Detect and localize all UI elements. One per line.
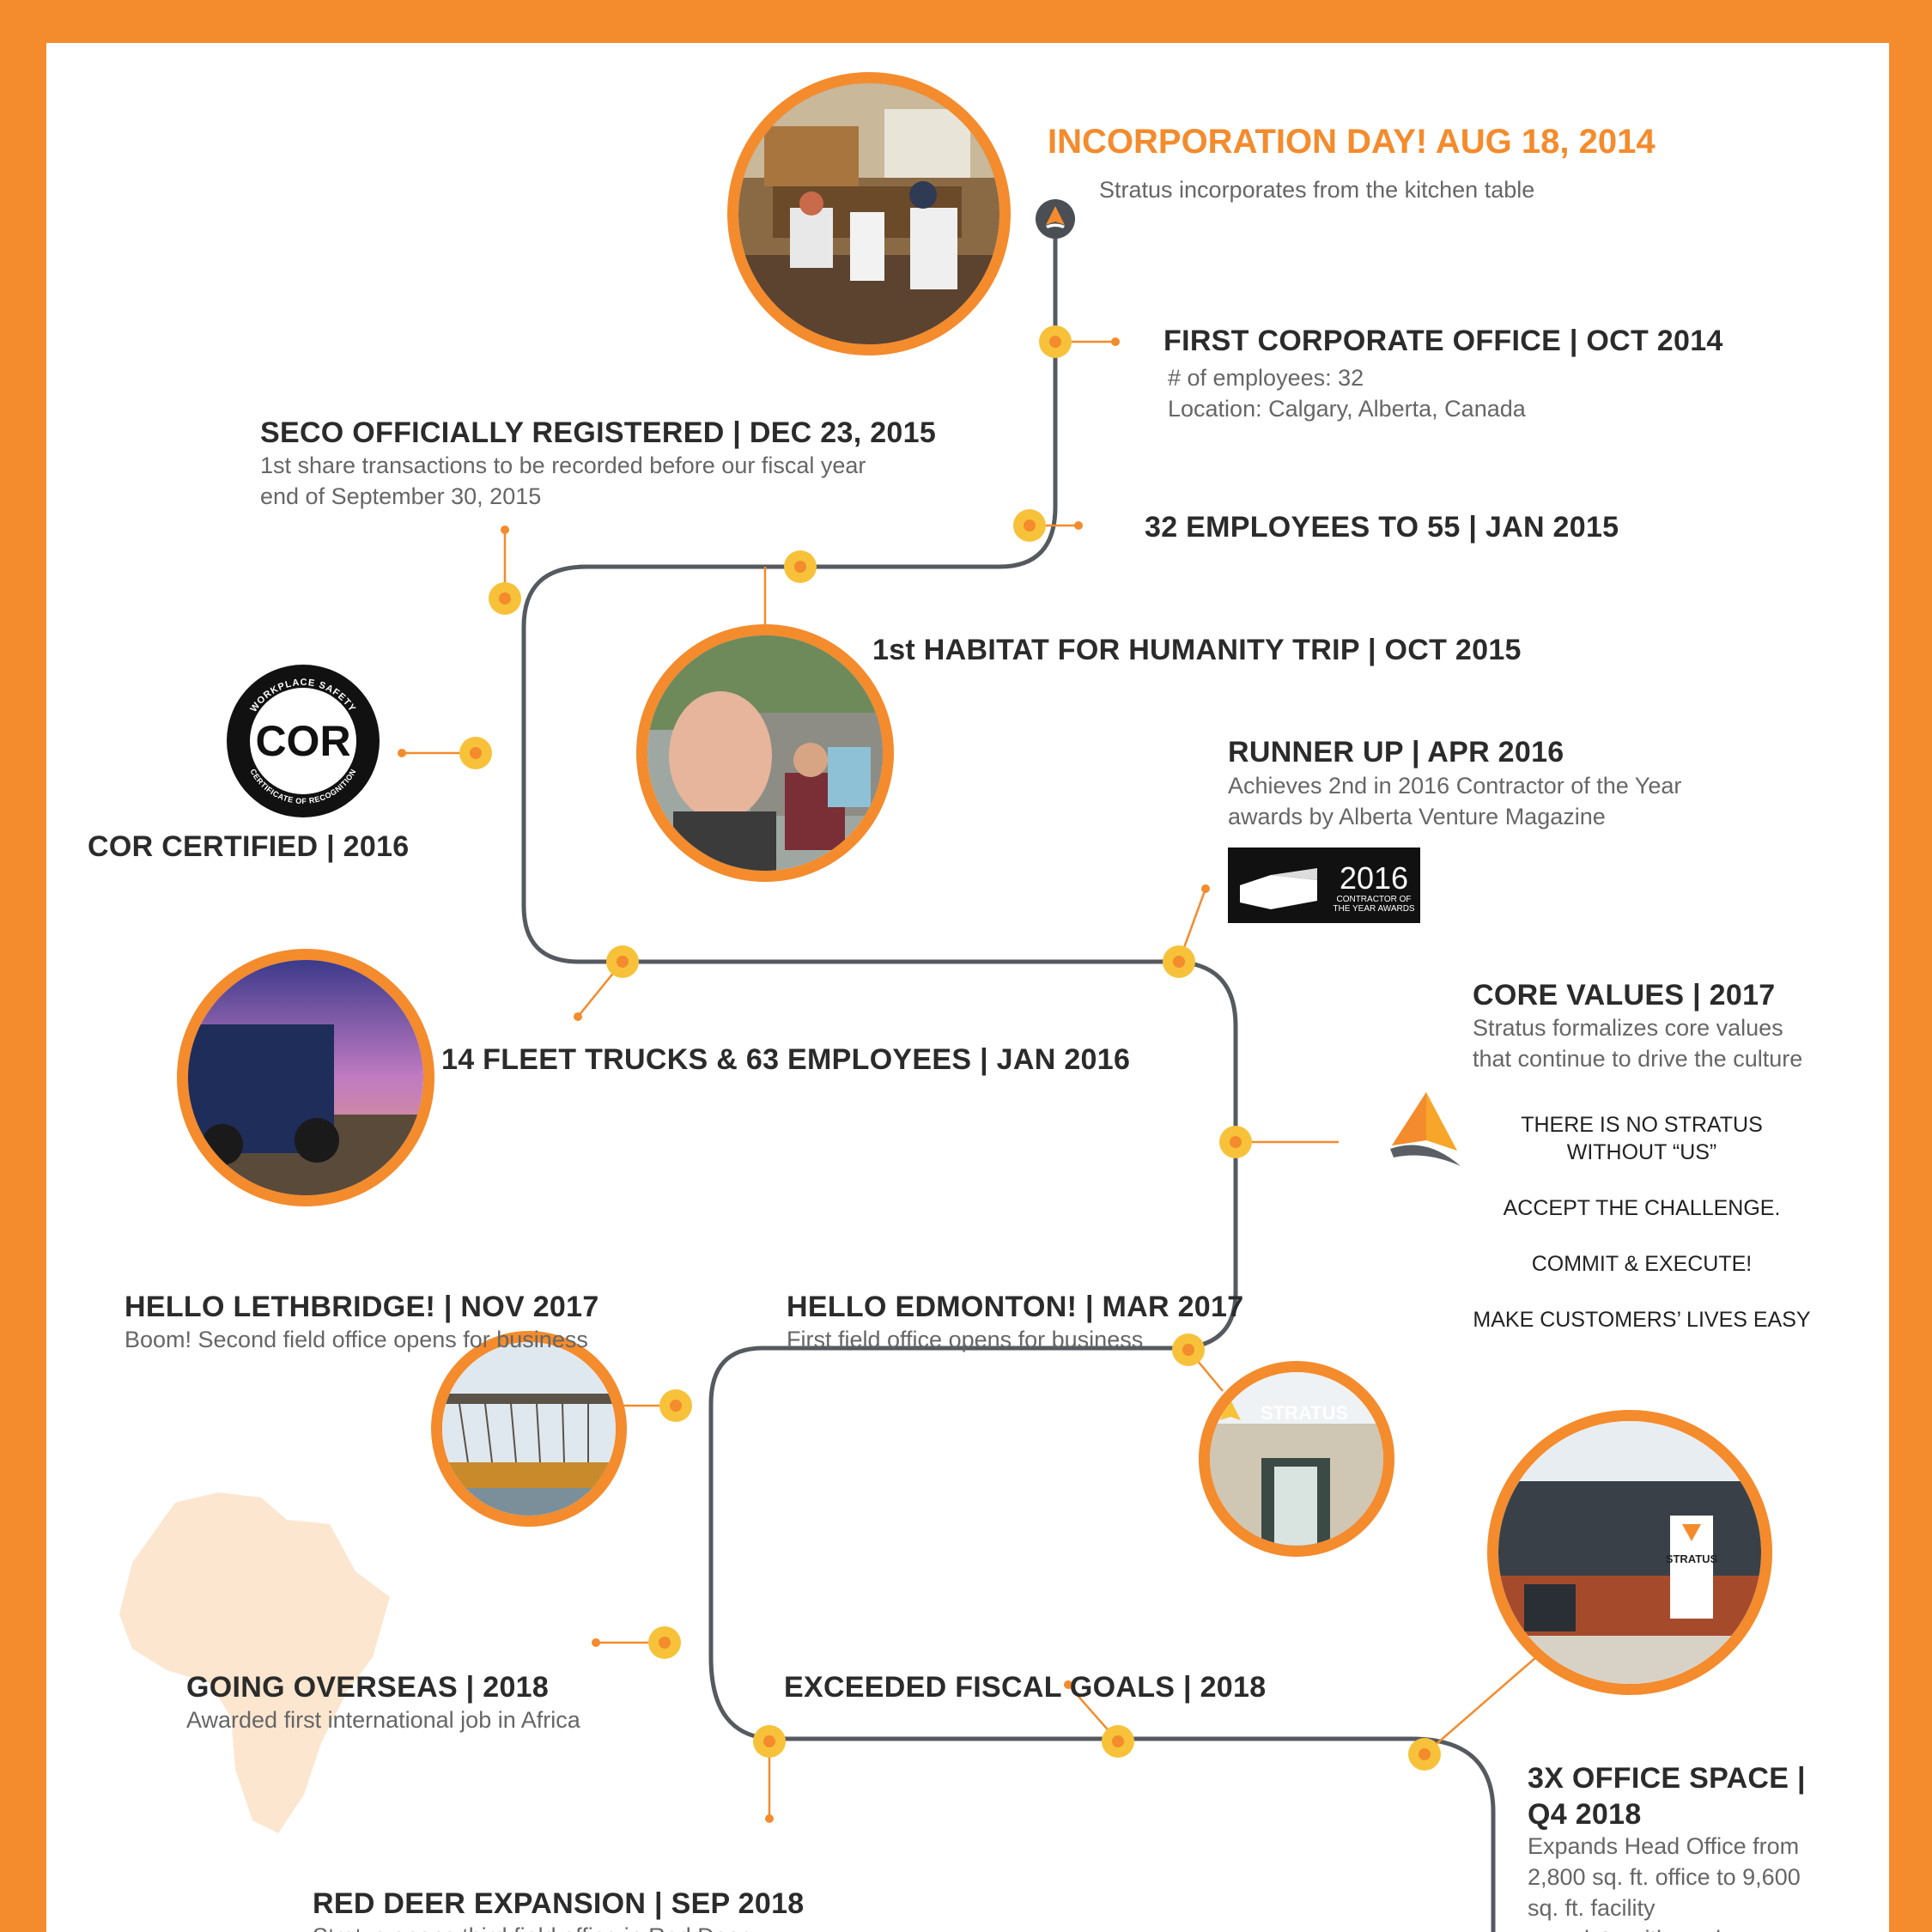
timeline-node [659, 1389, 692, 1422]
timeline-node [1102, 1725, 1134, 1758]
award-year-text: 2016 [1340, 860, 1408, 896]
core-values-line1: Stratus formalizes core values [1473, 1015, 1783, 1041]
office-space-line3: sq. ft. facility [1528, 1895, 1656, 1921]
kitchen-photo [727, 72, 1011, 355]
africa-map-icon [119, 1492, 390, 1833]
seco-title: SECO OFFICIALLY REGISTERED | DEC 23, 201… [260, 416, 937, 449]
core-value-3: COMMIT & EXECUTE! [1531, 1252, 1753, 1276]
office-space-line4: complete with yard space [1528, 1923, 1789, 1932]
core-values-line2: that continue to drive the culture [1473, 1046, 1803, 1072]
lethbridge-bridge-photo [431, 1331, 627, 1527]
timeline-node [1013, 509, 1046, 542]
timeline-node [1408, 1738, 1441, 1771]
edmonton-sign-text: STRATUS [1261, 1402, 1348, 1424]
core-value-1a: THERE IS NO STRATUS [1521, 1113, 1763, 1137]
stratus-start-icon [1036, 199, 1075, 239]
head-office-photo: STRATUS [1487, 1410, 1772, 1695]
timeline-node [1172, 1334, 1205, 1366]
red-deer-line1: Stratus opens third field office in Red … [313, 1921, 748, 1932]
timeline-node [1163, 945, 1195, 978]
seco-line2: end of September 30, 2015 [260, 483, 542, 509]
fiscal-title: EXCEEDED FISCAL GOALS | 2018 [784, 1671, 1267, 1704]
cor-badge-main-text: COR [255, 717, 350, 765]
office-space-title1: 3X OFFICE SPACE | [1528, 1762, 1806, 1795]
lethbridge-line1: Boom! Second field office opens for busi… [125, 1327, 588, 1352]
award-line1-text: CONTRACTOR OF [1336, 895, 1411, 904]
contractor-award-badge: 2016 CONTRACTOR OF THE YEAR AWARDS [1228, 848, 1420, 923]
runner-up-line2: awards by Alberta Venture Magazine [1228, 804, 1606, 829]
edmonton-office-photo: STRATUS [1199, 1361, 1394, 1557]
timeline-node [784, 550, 817, 583]
edmonton-line1: First field office opens for business [787, 1327, 1144, 1352]
seco-line1: 1st share transactions to be recorded be… [260, 453, 866, 478]
incorporation-title: INCORPORATION DAY! AUG 18, 2014 [1048, 123, 1656, 161]
timeline-panel: STRATUS STRATUS WORKPLACE SAFETY CERTIFI… [46, 43, 1889, 1932]
timeline-node [489, 582, 521, 615]
core-value-4: MAKE CUSTOMERS’ LIVES EASY [1473, 1308, 1811, 1332]
overseas-title: GOING OVERSEAS | 2018 [186, 1671, 550, 1704]
timeline-node [648, 1626, 681, 1659]
runner-up-line1: Achieves 2nd in 2016 Contractor of the Y… [1228, 773, 1682, 799]
timeline-node [1219, 1126, 1252, 1158]
first-office-line2: Location: Calgary, Alberta, Canada [1168, 396, 1526, 422]
cor-badge-logo: WORKPLACE SAFETY CERTIFICATE OF RECOGNIT… [227, 665, 380, 817]
stratus-logo-icon [1390, 1092, 1461, 1166]
lethbridge-title: HELLO LETHBRIDGE! | NOV 2017 [125, 1291, 599, 1323]
cor-title: COR CERTIFIED | 2016 [88, 830, 410, 863]
fleet-title: 14 FLEET TRUCKS & 63 EMPLOYEES | JAN 201… [441, 1043, 1131, 1076]
incorporation-subtitle: Stratus incorporates from the kitchen ta… [1099, 177, 1535, 203]
employees-title: 32 EMPLOYEES TO 55 | JAN 2015 [1145, 511, 1619, 544]
core-value-2: ACCEPT THE CHALLENGE. [1503, 1196, 1781, 1220]
red-deer-title: RED DEER EXPANSION | SEP 2018 [313, 1887, 805, 1920]
timeline-node [753, 1725, 786, 1758]
edmonton-title: HELLO EDMONTON! | MAR 2017 [787, 1291, 1244, 1323]
timeline-node [1039, 325, 1072, 358]
first-office-line1: # of employees: 32 [1168, 365, 1364, 391]
overseas-line1: Awarded first international job in Afric… [186, 1707, 580, 1733]
office-space-line1: Expands Head Office from [1528, 1833, 1800, 1859]
fleet-truck-photo [177, 949, 434, 1206]
office-space-title2: Q4 2018 [1528, 1798, 1642, 1831]
core-value-1b: WITHOUT “US” [1566, 1140, 1717, 1164]
timeline-node [606, 945, 639, 978]
core-values-title: CORE VALUES | 2017 [1473, 979, 1776, 1012]
habitat-title: 1st HABITAT FOR HUMANITY TRIP | OCT 2015 [872, 634, 1522, 666]
first-office-title: FIRST CORPORATE OFFICE | OCT 2014 [1163, 325, 1723, 357]
timeline-node [459, 737, 492, 769]
award-line2-text: THE YEAR AWARDS [1333, 904, 1415, 914]
timeline-node-layer [459, 325, 1441, 1771]
head-office-sign-text: STRATUS [1666, 1552, 1718, 1565]
office-space-line2: 2,800 sq. ft. office to 9,600 [1528, 1864, 1801, 1890]
runner-up-title: RUNNER UP | APR 2016 [1228, 736, 1564, 769]
habitat-trip-photo [636, 624, 894, 882]
